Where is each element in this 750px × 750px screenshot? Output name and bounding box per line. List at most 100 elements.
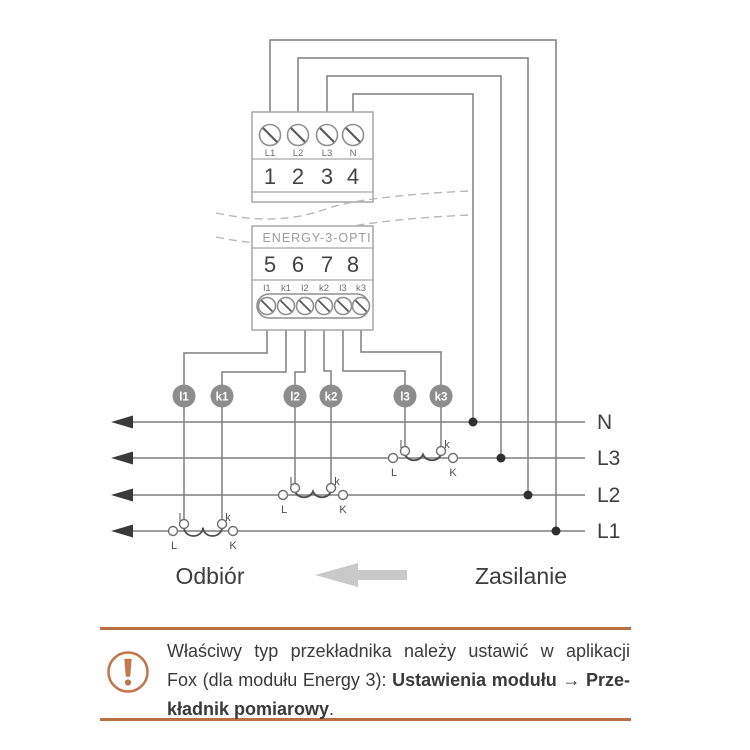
current-transformer-l1: l k L K	[167, 512, 239, 552]
line-label-l2: L2	[597, 484, 620, 507]
lower-terminal-label-l2: l2	[301, 283, 308, 294]
tag-k1-label: k1	[216, 392, 229, 404]
ct3-label-k: k	[444, 439, 450, 451]
note-line-2: Fox (dla modułu Energy 3): Ustawienia mo…	[167, 666, 630, 695]
device-model-label: ENERGY-3-OPTI	[262, 231, 371, 245]
flow-caption: Odbiór Zasilanie	[175, 563, 567, 589]
lower-terminal-label-l1: l1	[263, 283, 270, 294]
line-label-l1: L1	[597, 520, 620, 543]
ct2-secondary-terminal-l	[289, 482, 301, 494]
note-line-2-regular: Fox (dla modułu Energy 3):	[167, 670, 393, 690]
wire-terminal1-to-l1	[269, 39, 557, 531]
note-line-1-text: Właściwy typ przekładnika należy ustawić…	[167, 641, 630, 661]
arrowhead-l3-icon	[111, 451, 133, 465]
tag-k3	[429, 384, 453, 408]
tag-k2-label: k2	[325, 392, 338, 404]
ct3-secondary-terminal-l	[399, 445, 411, 457]
screw-1-slot	[262, 127, 278, 143]
terminal-number-5: 5	[264, 252, 276, 277]
upper-terminal-label-l2: L2	[293, 148, 304, 159]
load-label: Odbiór	[175, 563, 244, 589]
ct2-primary-terminal-L	[277, 489, 289, 501]
tag-l3-label: l3	[400, 392, 410, 404]
ct2-label-k: k	[334, 476, 340, 488]
ct3-primary-terminal-K	[447, 452, 459, 464]
wire-k1-secondary	[221, 330, 287, 520]
note-text: Właściwy typ przekładnika należy ustawić…	[167, 637, 630, 724]
arrowhead-l2-icon	[111, 488, 133, 502]
junction-dot-l1	[551, 526, 561, 536]
current-transformer-l3: l k L K	[387, 439, 459, 479]
lower-terminal-label-k3: k3	[356, 283, 366, 294]
ct1-label-k: k	[225, 512, 231, 524]
tag-l1	[172, 384, 196, 408]
ct3-label-l: l	[400, 439, 402, 451]
screw-k3-slot	[354, 299, 368, 313]
ct3-label-K: K	[449, 467, 457, 479]
ct1-winding-icon	[183, 527, 223, 537]
break-curve-upper	[215, 190, 472, 220]
wire-terminal4-to-n	[352, 93, 474, 422]
terminal-number-7: 7	[321, 252, 333, 277]
note-line-3: kładnik pomiarowy.	[167, 695, 630, 724]
current-transformer-l2: l k L K	[277, 476, 349, 516]
ct1-label-K: K	[229, 540, 237, 552]
ct3-secondary-terminal-k	[435, 445, 447, 457]
note-bottom-rule	[100, 718, 631, 721]
ct1-primary-terminal-L	[167, 525, 179, 537]
screw-l2-slot	[298, 299, 312, 313]
warning-icon	[107, 651, 149, 693]
lower-terminal-label-k2: k2	[319, 283, 329, 294]
upper-terminal-label-l3: L3	[322, 148, 333, 159]
ct1-primary-terminal-K	[227, 525, 239, 537]
terminal-number-2: 2	[292, 164, 304, 189]
note-line-3-regular: .	[329, 699, 335, 719]
ct2-label-K: K	[339, 504, 347, 516]
screw-4-slot	[345, 127, 361, 143]
supply-label: Zasilanie	[475, 563, 567, 589]
ct3-winding-icon	[404, 451, 442, 462]
tag-k1	[210, 384, 234, 408]
wire-tags: l1 k1 l2 k2 l3 k3	[172, 384, 453, 408]
supply-loop-wires	[269, 39, 557, 531]
tag-k3-label: k3	[435, 392, 448, 404]
screw-l1-slot	[260, 299, 274, 313]
wire-terminal2-to-l2	[297, 57, 529, 495]
device-lower-block: ENERGY-3-OPTI 5 6 7 8 l1 k1 l2 k2 l3 k3	[251, 225, 374, 331]
ct3-primary-terminal-L	[387, 452, 399, 464]
lower-terminal-label-k1: k1	[281, 283, 291, 294]
wire-k2-secondary	[323, 330, 332, 484]
note-line-1: Właściwy typ przekładnika należy ustawić…	[167, 637, 630, 666]
note-line-2-bold: Ustawienia modułu → Prze-	[392, 670, 630, 690]
ct2-label-l: l	[290, 476, 292, 488]
junction-dot-l2	[523, 490, 533, 500]
measuring-wires	[183, 330, 442, 520]
upper-terminal-label-n: N	[350, 148, 357, 159]
tag-l2-label: l2	[290, 392, 300, 404]
wiring-diagram: l k L K l k L K l k L K	[111, 39, 620, 589]
tag-l2	[283, 384, 307, 408]
arrowhead-n-icon	[111, 415, 133, 429]
ct1-label-l: l	[179, 512, 181, 524]
ct1-secondary-terminal-k	[216, 518, 228, 530]
lower-terminal-label-l3: l3	[339, 283, 346, 294]
ct3-label-L: L	[391, 467, 397, 479]
terminal-number-3: 3	[321, 164, 333, 189]
note-top-rule	[100, 627, 631, 630]
wire-terminal3-to-l3	[326, 75, 502, 458]
screw-3-slot	[319, 127, 335, 143]
power-line-labels: N L3 L2 L1	[597, 411, 620, 543]
screw-l3-slot	[336, 299, 350, 313]
lower-screw-terminals	[257, 296, 371, 316]
ct2-primary-terminal-K	[337, 489, 349, 501]
tag-k2	[319, 384, 343, 408]
tag-l3	[393, 384, 417, 408]
upper-terminal-label-l1: L1	[265, 148, 276, 159]
ct1-secondary-terminal-l	[178, 518, 190, 530]
power-lines	[111, 415, 585, 538]
junction-dot-n	[468, 417, 478, 427]
arrowhead-l1-icon	[111, 524, 133, 538]
ct2-secondary-terminal-k	[325, 482, 337, 494]
tag-l1-label: l1	[179, 392, 189, 404]
